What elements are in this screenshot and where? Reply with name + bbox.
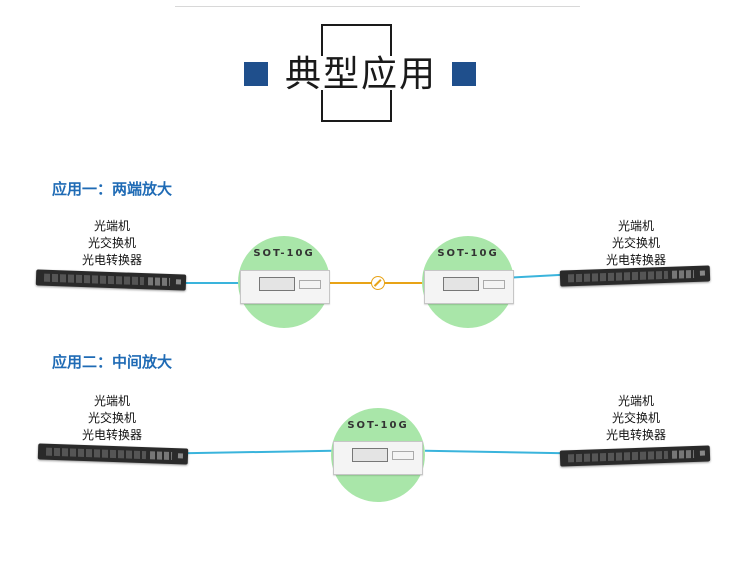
- optical-amplifier-icon: [333, 441, 423, 475]
- device-type-line: 光端机: [93, 394, 130, 408]
- device-type-line: 光电转换器: [605, 428, 666, 442]
- fiber-link: [424, 449, 566, 455]
- scenario-2-left-device-label: 光端机 光交换机 光电转换器: [52, 393, 172, 444]
- page-title: 典型应用: [285, 54, 438, 95]
- device-type-line: 光交换机: [87, 236, 136, 250]
- device-type-line: 光电转换器: [81, 253, 142, 267]
- rack-switch-icon: [37, 443, 189, 465]
- amplifier-label: SOT-10G: [253, 248, 315, 259]
- device-type-line: 光电转换器: [605, 253, 666, 267]
- optical-amplifier-icon: [424, 270, 514, 304]
- scenario-1-title: 应用一：两端放大: [52, 180, 173, 198]
- device-type-line: 光交换机: [87, 411, 136, 425]
- scenario-2-title: 应用二：中间放大: [52, 353, 173, 371]
- device-type-line: 光端机: [617, 394, 654, 408]
- scenario-1-right-device-label: 光端机 光交换机 光电转换器: [576, 218, 696, 269]
- amplifier-label: SOT-10G: [347, 420, 409, 431]
- scenario-1-left-device-label: 光端机 光交换机 光电转换器: [52, 218, 172, 269]
- optical-amplifier-icon: [240, 270, 330, 304]
- device-type-line: 光电转换器: [81, 428, 142, 442]
- title-frame: [320, 24, 395, 122]
- square-marker-icon: [244, 62, 268, 86]
- top-divider: [175, 6, 580, 7]
- fiber-link: [185, 282, 243, 284]
- device-type-line: 光交换机: [611, 411, 660, 425]
- device-type-line: 光端机: [93, 219, 130, 233]
- fiber-link: [182, 449, 334, 455]
- fiber-attenuator-icon: [371, 276, 385, 290]
- square-marker-icon: [452, 62, 476, 86]
- rack-switch-icon: [35, 269, 187, 291]
- device-type-line: 光交换机: [611, 236, 660, 250]
- scenario-2-right-device-label: 光端机 光交换机 光电转换器: [576, 393, 696, 444]
- amplifier-label: SOT-10G: [437, 248, 499, 259]
- device-type-line: 光端机: [617, 219, 654, 233]
- rack-switch-icon: [559, 445, 711, 467]
